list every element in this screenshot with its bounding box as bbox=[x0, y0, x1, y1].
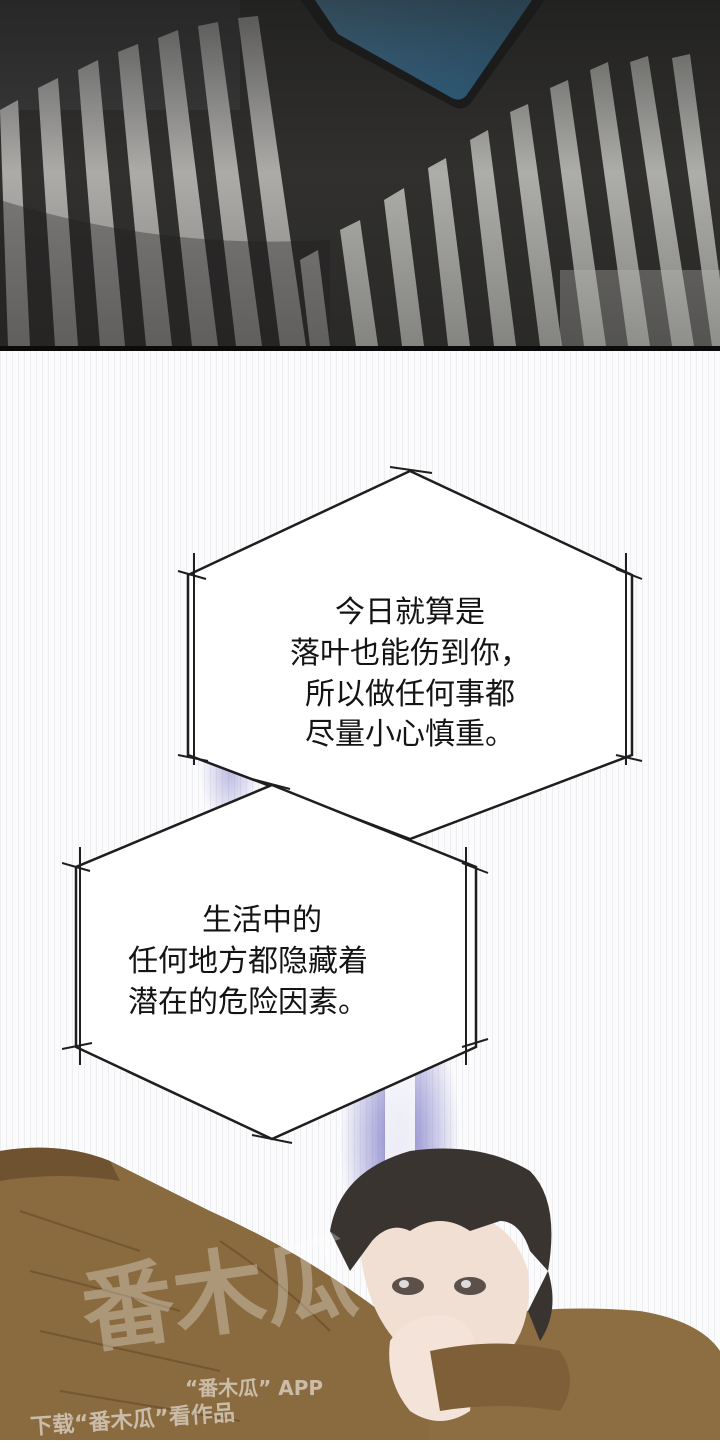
speech-bubble-2: 生活中的 任何地方都隐藏着 潜在的危险因素。 bbox=[62, 777, 490, 1149]
bubble-2-line-3: 潜在的危险因素。 bbox=[128, 984, 368, 1020]
bubble-2-line-2: 任何地方都隐藏着 bbox=[128, 943, 368, 979]
bubble-2-line-1: 生活中的 bbox=[202, 903, 322, 938]
bubble-1-line-1: 今日就算是 bbox=[335, 595, 485, 630]
top-comic-panel bbox=[0, 0, 720, 346]
character-hair bbox=[330, 1148, 552, 1271]
bubble-1-line-3: 所以做任何事都 bbox=[305, 676, 515, 712]
sweater-arm bbox=[0, 1147, 470, 1440]
panel-divider bbox=[0, 346, 720, 351]
bubble-1-line-4: 尽量小心慎重。 bbox=[305, 717, 515, 753]
speech-bubble-1: 今日就算是 落叶也能伤到你， 所以做任何事都 尽量小心慎重。 bbox=[176, 465, 644, 845]
hexagon-bubble-outline bbox=[62, 778, 489, 1144]
hexagon-bubble-outline bbox=[177, 466, 643, 841]
bottom-comic-panel: 今日就算是 落叶也能伤到你， 所以做任何事都 尽量小心慎重。 生活中的 任何地方… bbox=[0, 351, 720, 1440]
bubble-1-line-2: 落叶也能伤到你， bbox=[290, 635, 530, 671]
striped-shadow-scene bbox=[0, 0, 720, 346]
